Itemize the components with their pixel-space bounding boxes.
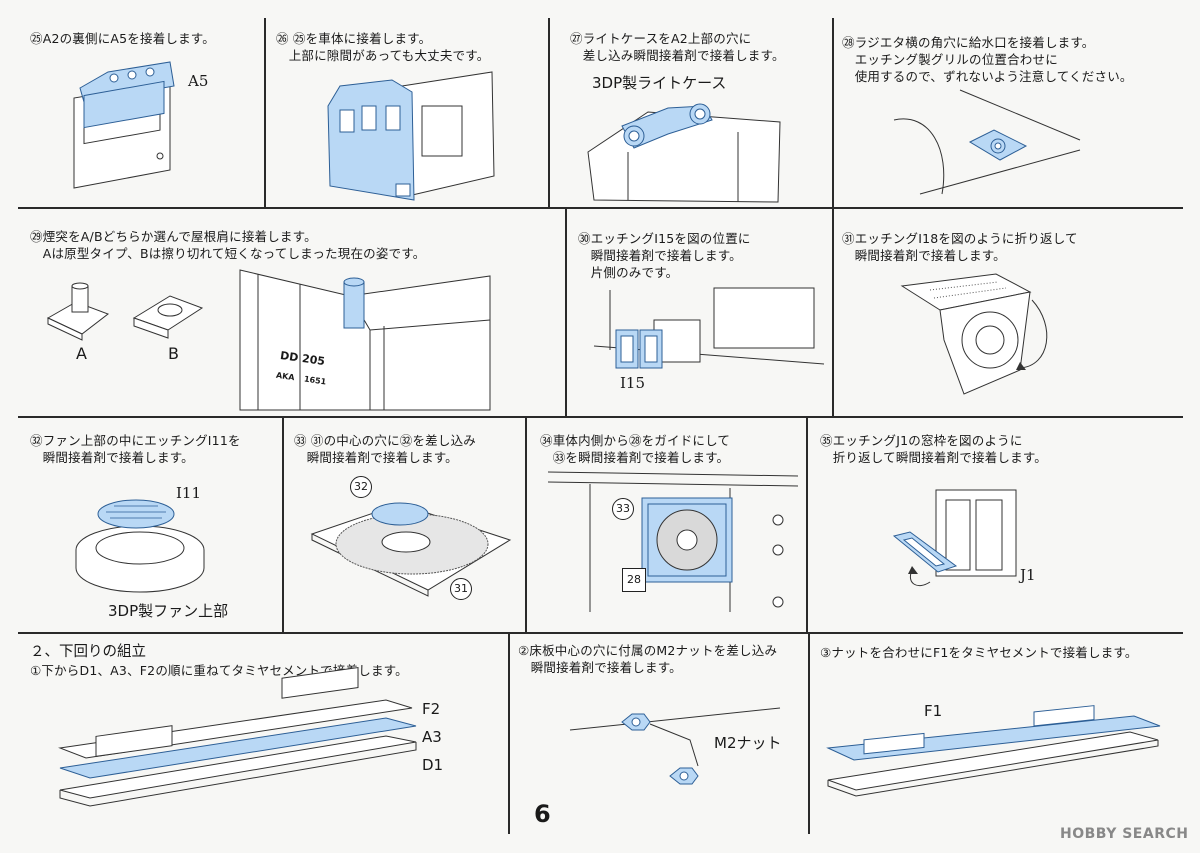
step-34-illustration [547, 471, 799, 612]
col-divider [264, 18, 266, 207]
part-label-a3: A3 [422, 728, 442, 746]
part-label-light-case: 3DP製ライトケース [592, 74, 727, 92]
part-label-m2-nut: M2ナット [714, 734, 782, 752]
step-27-illustration [587, 103, 781, 203]
step-29-body-illustration [239, 269, 491, 411]
underframe-stack-illustration [58, 666, 417, 807]
step-28-caption: ㉘ラジエタ横の角穴に給水口を接着します。 エッチング製グリルの位置合わせに 使用… [842, 35, 1133, 84]
row-divider-1 [18, 207, 1183, 209]
col-divider [806, 418, 808, 632]
row-divider-2 [18, 416, 1183, 418]
floor-f1-illustration [826, 705, 1161, 797]
step-35-caption: ㉟エッチングJ1の窓枠を図のように 折り返して瞬間接着剤で接着します。 [820, 433, 1047, 465]
part-label-f2: F2 [422, 700, 441, 718]
chimney-a-illustration [46, 282, 110, 341]
part-label-f1: F1 [924, 702, 943, 720]
step-marker-33: 33 [612, 498, 634, 520]
step-26-illustration [327, 71, 495, 201]
col-divider [525, 418, 527, 632]
part-label-d1: D1 [422, 756, 444, 774]
section2-step3-caption: ③ナットを合わせにF1をタミヤセメントで接着します。 [820, 645, 1138, 660]
step-30-caption: ㉚エッチングI15を図の位置に 瞬間接着剤で接着します。 片側のみです。 [578, 231, 751, 280]
col-divider [508, 634, 510, 834]
chimney-b-label: B [168, 344, 179, 363]
step-30-illustration [593, 287, 825, 369]
part-label-i11: I11 [176, 484, 202, 502]
step-28-illustration [893, 89, 1081, 195]
step-29-caption: ㉙煙突をA/Bどちらか選んで屋根肩に接着します。 Aは原型タイプ、Bは擦り切れて… [30, 229, 426, 261]
step-31-illustration [900, 273, 1048, 395]
step-33-caption: ㉝ ㉛の中心の穴に㉜を差し込み 瞬間接着剤で接着します。 [294, 433, 476, 465]
step-34-caption: ㉞車体内側から㉘をガイドにして ㉝を瞬間接着剤で接着します。 [540, 433, 731, 465]
step-33-illustration [310, 502, 512, 597]
step-marker-31: 31 [450, 578, 472, 600]
chimney-a-label: A [76, 344, 87, 363]
col-divider [808, 634, 810, 834]
section2-step2-caption: ②床板中心の穴に付属のM2ナットを差し込み 瞬間接着剤で接着します。 [518, 643, 778, 675]
step-35-illustration [892, 489, 1017, 586]
col-divider [282, 418, 284, 632]
step-26-caption: ㉖ ㉕を車体に接着します。 上部に隙間があっても大丈夫です。 [276, 31, 490, 63]
step-marker-28: 28 [622, 568, 646, 592]
section-title: ２、下回りの組立 [30, 644, 146, 660]
col-divider [832, 209, 834, 416]
step-25-illustration [73, 61, 175, 189]
watermark: HOBBY SEARCH [1060, 826, 1189, 842]
part-label-fan-top: 3DP製ファン上部 [108, 602, 229, 620]
col-divider [565, 209, 567, 416]
page-number: 6 [534, 800, 551, 828]
col-divider [832, 18, 834, 207]
part-label-a5: A5 [188, 72, 209, 90]
part-label-i15: I15 [620, 374, 646, 392]
chimney-b-illustration [132, 295, 204, 339]
step-25-caption: ㉕A2の裏側にA5を接着します。 [30, 31, 215, 46]
part-label-j1: J1 [1020, 566, 1036, 584]
nut-illustration [569, 707, 781, 785]
col-divider [548, 18, 550, 207]
step-32-caption: ㉜ファン上部の中にエッチングI11を 瞬間接着剤で接着します。 [30, 433, 241, 465]
step-marker-32: 32 [350, 476, 372, 498]
step-31-caption: ㉛エッチングI18を図のように折り返して 瞬間接着剤で接着します。 [842, 231, 1078, 263]
step-27-caption: ㉗ライトケースをA2上部の穴に 差し込み瞬間接着剤で接着します。 [570, 31, 785, 63]
step-32-illustration [75, 499, 205, 593]
row-divider-3 [18, 632, 1183, 634]
